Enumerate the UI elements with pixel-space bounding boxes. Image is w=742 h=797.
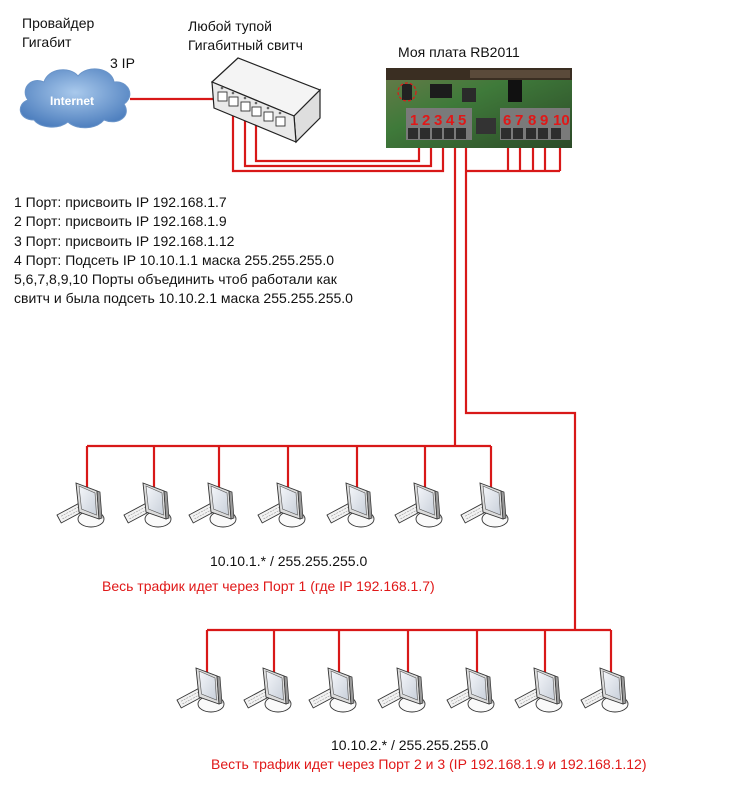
switch-port-icon <box>251 101 262 117</box>
group2-traffic-note: Весть трафик идет через Порт 2 и 3 (IP 1… <box>211 756 647 772</box>
switch-port-icon <box>275 111 286 127</box>
port-config-notes: 1 Порт: присвоить IP 192.168.1.7 2 Порт:… <box>14 193 353 309</box>
computer-icon <box>56 482 105 528</box>
cable-switch-port2 <box>243 112 433 168</box>
cloud-label: Internet <box>50 94 95 108</box>
computer-icon <box>394 482 443 528</box>
rb2011-board-image <box>386 68 572 148</box>
switch-port-icon <box>217 86 228 102</box>
switch-label-line2: Гигабитный свитч <box>188 37 303 53</box>
switch-port-icon <box>263 106 274 122</box>
note-line: 4 Порт: Подсеть IP 10.10.1.1 маска 255.2… <box>14 251 335 268</box>
board-port-number: 1 <box>410 112 419 129</box>
board-port-number: 10 <box>553 112 570 129</box>
board-port <box>551 128 561 139</box>
board-port <box>501 128 511 139</box>
computer-icon <box>188 482 237 528</box>
group1-traffic-note: Весь трафик идет через Порт 1 (где IP 19… <box>102 578 435 594</box>
board-port-number: 8 <box>528 112 537 129</box>
computer-icon <box>460 482 509 528</box>
board-port <box>432 128 442 139</box>
internet-cloud-icon <box>19 68 131 129</box>
board-port-number: 3 <box>434 112 443 129</box>
provider-label-line1: Провайдер <box>22 15 95 31</box>
board-port <box>444 128 454 139</box>
computer-icon <box>123 482 172 528</box>
note-line: 3 Порт: присвоить IP 192.168.1.12 <box>14 232 235 249</box>
provider-label-line2: Гигабит <box>22 34 72 50</box>
computer-icon <box>446 667 495 713</box>
board-port-number: 2 <box>422 112 431 129</box>
board-port <box>456 128 466 139</box>
computer-icon <box>326 482 375 528</box>
switch-icon <box>210 57 322 144</box>
cable-switch-port1 <box>254 117 421 163</box>
computer-icon <box>377 667 426 713</box>
board-port <box>538 128 548 139</box>
computer-icon <box>308 667 357 713</box>
computer-icon <box>176 667 225 713</box>
group2-subnet: 10.10.2.* / 255.255.255.0 <box>331 737 489 753</box>
board-port-number: 7 <box>515 112 524 129</box>
computer-icon <box>580 667 629 713</box>
computer-icon <box>243 667 292 713</box>
ip-count-label: 3 IP <box>110 55 135 71</box>
switch-port-icon <box>228 91 239 107</box>
board-label: Моя плата RB2011 <box>398 44 520 60</box>
group1-subnet: 10.10.1.* / 255.255.255.0 <box>210 553 368 569</box>
board-port-number: 5 <box>458 112 467 129</box>
board-port <box>420 128 430 139</box>
cables <box>87 97 611 632</box>
board-port-number: 6 <box>503 112 512 129</box>
cable-port5-trunk <box>464 141 577 630</box>
board-port <box>513 128 523 139</box>
computer-icon <box>514 667 563 713</box>
cable-switch-port3 <box>231 110 445 173</box>
note-line: 1 Порт: присвоить IP 192.168.1.7 <box>14 194 227 210</box>
board-port-number: 4 <box>446 112 455 129</box>
note-line: 2 Порт: присвоить IP 192.168.1.9 <box>14 213 227 230</box>
computer-icon <box>257 482 306 528</box>
board-port <box>408 128 418 139</box>
board-port <box>526 128 536 139</box>
note-line: 5,6,7,8,9,10 Порты объединить чтоб работ… <box>14 271 337 288</box>
switch-label-line1: Любой тупой <box>188 18 272 34</box>
switch-port-icon <box>240 96 251 112</box>
note-line: свитч и была подсеть 10.10.2.1 маска 255… <box>14 290 353 307</box>
board-port-number: 9 <box>540 112 549 129</box>
